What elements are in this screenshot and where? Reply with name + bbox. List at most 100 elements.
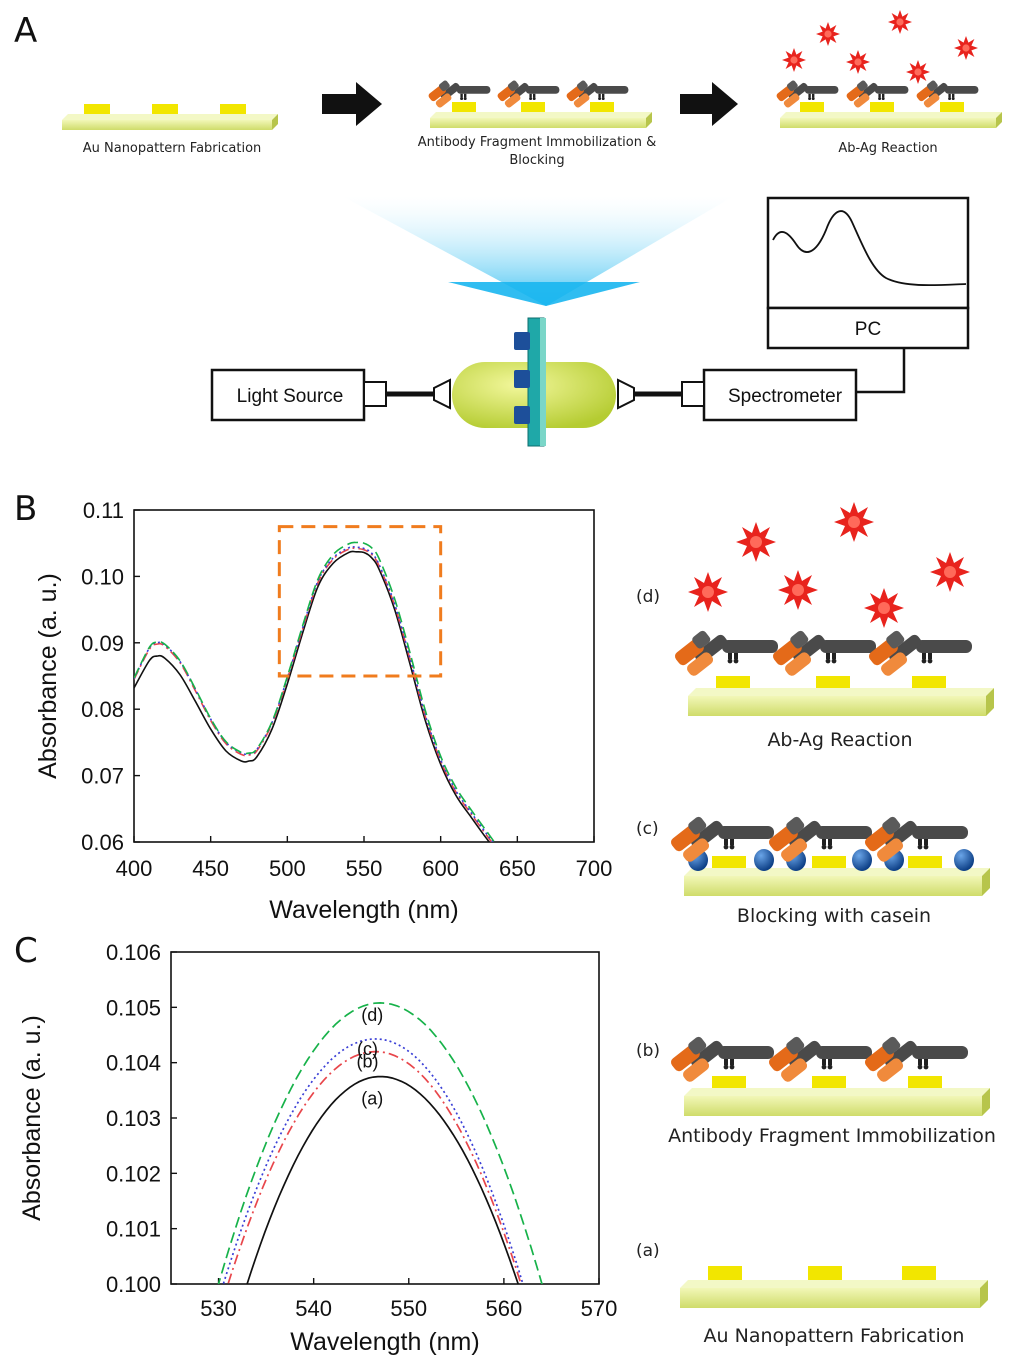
y-tick-label: 0.11 [83, 498, 124, 523]
spectrometer-label: Spectrometer [728, 386, 843, 407]
chart-c: 530 540 550 560 570 0.100 0.101 0.102 0.103 0.104… [18, 940, 617, 1356]
antigen-star-icon [906, 60, 930, 84]
stage-b-caption: Antibody Fragment Immobilization [668, 1125, 996, 1147]
light-source-port [363, 381, 387, 407]
antigen-star-icon [846, 50, 870, 74]
sensor-chip-edge [540, 318, 546, 446]
y-tick-label: 0.10 [81, 564, 124, 589]
antigen-star-icon [888, 10, 912, 34]
x-tick-label: 400 [116, 856, 153, 881]
y-tick-label: 0.06 [81, 830, 124, 855]
step1-substrate [62, 104, 278, 130]
antigen-star-icon [778, 570, 818, 610]
y-axis-title: Absorbance (a. u.) [34, 573, 62, 779]
plot-frame [170, 951, 600, 1285]
step3-caption: Ab-Ag Reaction [838, 141, 937, 156]
spectrum-trace [772, 210, 967, 287]
series-line-d [134, 541, 495, 842]
step2-substrate [430, 102, 652, 128]
antibody-icon [671, 621, 778, 680]
chart-b: 400 450 500 550 600 650 700 0.06 0.07 0.08 0.09 0.1… [34, 498, 612, 924]
stage-b-substrate [684, 1076, 990, 1116]
step2-caption-line2: Blocking [509, 153, 564, 168]
sensor-bead-icon [514, 370, 530, 388]
series-line-b [134, 547, 493, 842]
pc-cable [856, 348, 906, 394]
y-tick-label: 0.102 [106, 1161, 161, 1186]
antibody-icon [769, 621, 876, 680]
step1-caption: Au Nanopattern Fabrication [83, 141, 262, 156]
y-tick-label: 0.101 [106, 1217, 161, 1242]
series-line-b [227, 1050, 522, 1284]
stage-a-caption: Au Nanopattern Fabrication [704, 1325, 965, 1347]
antigen-star-icon [930, 552, 970, 592]
connector-left [433, 378, 451, 410]
antigen-star-icon [954, 36, 978, 60]
stage-c-caption: Blocking with casein [737, 905, 931, 927]
antigen-star-icon [782, 48, 806, 72]
x-tick-label: 550 [390, 1296, 427, 1321]
spectrum-monitor [766, 196, 970, 310]
casein-bead-icon [954, 849, 974, 871]
panel-label-b: B [14, 489, 37, 529]
y-axis-title: Absorbance (a. u.) [18, 1015, 46, 1221]
stage-c-tag: (c) [636, 819, 659, 839]
x-tick-label: 600 [422, 856, 459, 881]
y-tick-label: 0.09 [81, 631, 124, 656]
x-tick-label: 540 [295, 1296, 332, 1321]
x-tick-label: 500 [269, 856, 306, 881]
sensor-bead-icon [514, 406, 530, 424]
stage-b-tag: (b) [636, 1041, 660, 1061]
spectrometer-box [702, 368, 858, 422]
x-tick-label: 450 [192, 856, 229, 881]
stage-d-tag: (d) [636, 587, 660, 607]
y-tick-label: 0.08 [81, 697, 124, 722]
x-tick-label: 550 [346, 856, 383, 881]
series-line-c [222, 1038, 524, 1284]
light-projection-tip [448, 282, 640, 306]
x-tick-label: 700 [576, 856, 613, 881]
series-line-a [134, 550, 491, 842]
panel-label-a: A [14, 11, 37, 51]
x-tick-label: 560 [486, 1296, 523, 1321]
x-tick-label: 650 [499, 856, 536, 881]
pc-box [766, 306, 970, 350]
antigen-star-icon [688, 572, 728, 612]
light-projection [342, 196, 734, 306]
light-source-label: Light Source [237, 386, 344, 407]
casein-bead-icon [754, 849, 774, 871]
stage-d-substrate [688, 676, 994, 716]
series-label-c: (c) [357, 1039, 378, 1059]
series-line-d [217, 1002, 543, 1284]
antigen-star-icon [816, 22, 840, 46]
series-label-d: (d) [361, 1005, 383, 1025]
stage-a-substrate [680, 1266, 988, 1308]
series-line-c [134, 546, 494, 842]
antigen-star-icon [834, 502, 874, 542]
series-line-a [246, 1075, 520, 1284]
step3-substrate [780, 102, 1002, 128]
y-tick-label: 0.105 [106, 995, 161, 1020]
sensor-bead-icon [514, 332, 530, 350]
antigen-star-icon [736, 522, 776, 562]
y-tick-label: 0.07 [81, 764, 124, 789]
stage-a-tag: (a) [636, 1241, 660, 1261]
x-tick-label: 570 [581, 1296, 618, 1321]
panel-label-c: C [14, 931, 38, 971]
pc-label: PC [855, 319, 881, 340]
antibody-icon [865, 621, 972, 680]
series-label-a: (a) [361, 1089, 383, 1109]
x-tick-label: 530 [200, 1296, 237, 1321]
casein-bead-icon [852, 849, 872, 871]
y-tick-label: 0.104 [106, 1051, 161, 1076]
antigen-star-icon [864, 588, 904, 628]
connector-right [617, 378, 635, 410]
y-tick-label: 0.103 [106, 1106, 161, 1131]
series-label-b: (b) [356, 1052, 378, 1072]
process-arrow-1 [322, 82, 382, 126]
y-tick-label: 0.100 [106, 1272, 161, 1297]
y-tick-label: 0.106 [106, 940, 161, 965]
x-axis-title: Wavelength (nm) [290, 1328, 479, 1356]
step2-caption-line1: Antibody Fragment Immobilization & [418, 135, 657, 150]
